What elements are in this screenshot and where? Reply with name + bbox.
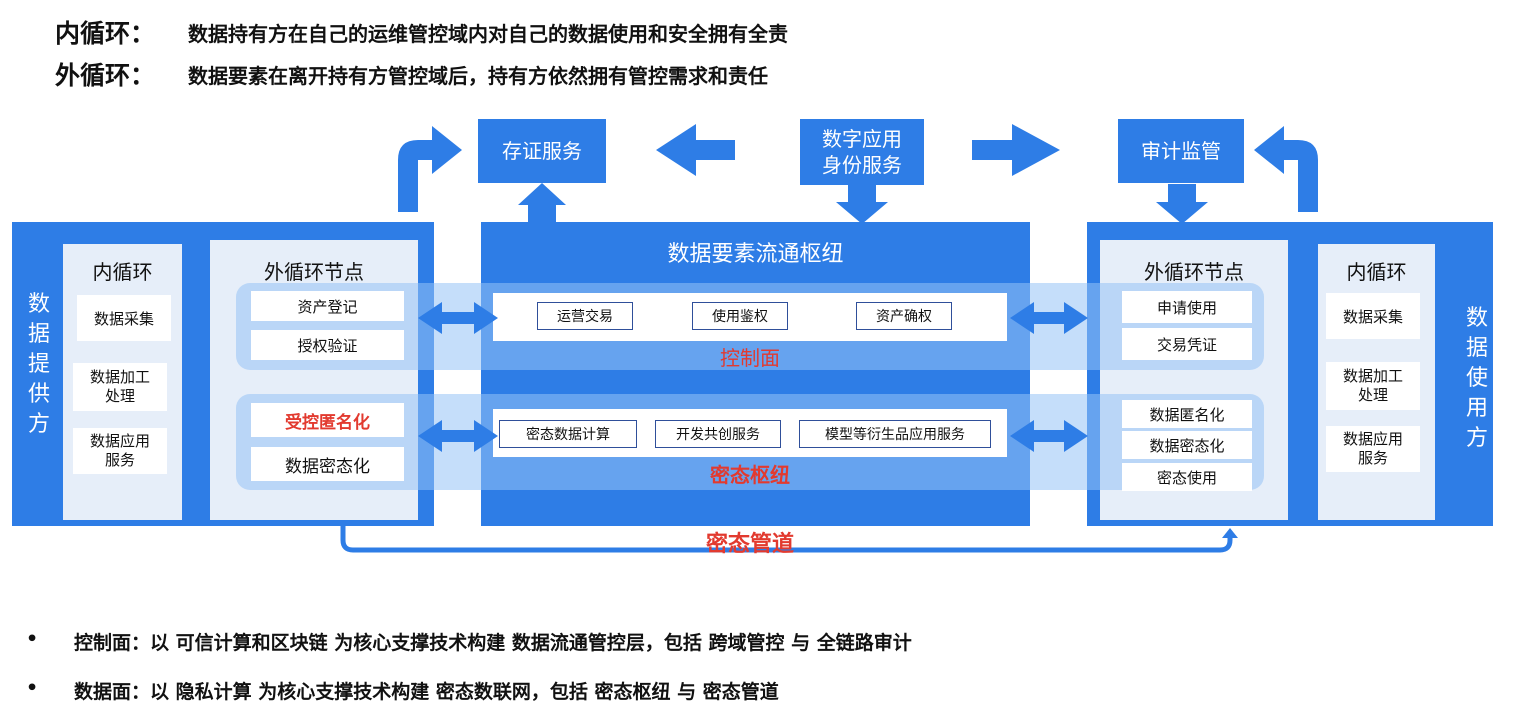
consumer-inner-item: 数据采集 [1326,293,1420,339]
hub-secure-item: 开发共创服务 [655,420,781,448]
provider-control-item: 授权验证 [251,330,404,360]
identity-service-line2: 身份服务 [822,153,902,177]
evidence-service-label: 存证服务 [502,139,582,163]
provider-inner-item: 数据采集 [77,295,171,341]
audit-service-label: 审计监管 [1141,139,1221,163]
inner-loop-label: 内循环： [55,19,156,48]
curved-arrow-right-icon [1254,126,1318,212]
hub-control-item: 使用鉴权 [692,302,788,330]
consumer-inner-item: 数据加工 处理 [1326,362,1420,410]
outer-loop-definition: 数据要素在离开持有方管控域后，持有方依然拥有管控需求和责任 [188,64,768,88]
bullet-data-plane: 数据面：以 隐私计算 为核心支撑技术构建 密态数联网，包括 密态枢纽 与 密态管… [74,681,779,703]
provider-inner-item: 数据加工 处理 [73,363,167,411]
provider-outer-title: 外循环节点 [264,260,364,284]
arrow-up-icon [518,183,566,222]
identity-service-line1: 数字应用 [822,127,902,151]
secure-hub-label: 密态枢纽 [710,463,790,487]
arrow-down-audit-icon [1156,184,1208,224]
hub-control-item: 运营交易 [537,302,633,330]
arrow-right-icon [972,124,1060,176]
double-arrow-icon [418,302,498,334]
inner-loop-definition: 数据持有方在自己的运维管控域内对自己的数据使用和安全拥有全责 [188,22,788,46]
consumer-inner-title: 内循环 [1346,260,1407,284]
consumer-side-title: 数 据 使 用 方 [1465,306,1488,451]
consumer-secure-item: 密态使用 [1122,463,1252,491]
provider-control-item: 资产登记 [251,291,404,321]
hub-secure-item: 密态数据计算 [499,420,637,448]
arrow-left-icon [656,124,735,176]
provider-inner-title: 内循环 [92,260,153,284]
curved-arrow-left-icon [398,126,462,212]
arrow-down-icon [836,184,888,224]
evidence-service-box: 存证服务 [478,119,606,183]
cipher-pipe-label: 密态管道 [705,532,794,557]
hub-title: 数据要素流通枢纽 [667,242,844,267]
bullet-dot: • [26,677,39,699]
bullet-control-plane: 控制面：以 可信计算和区块链 为核心支撑技术构建 数据流通管控层，包括 跨域管控… [74,632,912,654]
provider-side-title: 数 据 提 供 方 [27,292,50,437]
bullet-dot: • [26,628,39,650]
hub-secure-item: 模型等衍生品应用服务 [799,420,991,448]
pipe-arrowhead-icon [1222,528,1238,538]
double-arrow-icon [1010,420,1088,452]
consumer-inner-item: 数据应用 服务 [1326,426,1420,472]
consumer-outer-title: 外循环节点 [1144,260,1244,284]
provider-secure-item: 受控匿名化 [251,403,404,437]
consumer-secure-item: 数据密态化 [1122,431,1252,459]
double-arrow-icon [418,420,498,452]
consumer-control-item: 申请使用 [1122,291,1252,323]
provider-secure-item: 数据密态化 [251,447,404,481]
double-arrow-icon [1010,302,1088,334]
outer-loop-label: 外循环： [55,61,156,90]
consumer-secure-item: 数据匿名化 [1122,400,1252,428]
cipher-pipe-line [340,526,1233,553]
identity-service-box: 数字应用 身份服务 [800,119,924,185]
consumer-control-item: 交易凭证 [1122,328,1252,360]
provider-inner-item: 数据应用 服务 [73,428,167,474]
control-plane-label: 控制面 [720,346,780,370]
hub-control-item: 资产确权 [856,302,952,330]
audit-service-box: 审计监管 [1118,119,1244,183]
